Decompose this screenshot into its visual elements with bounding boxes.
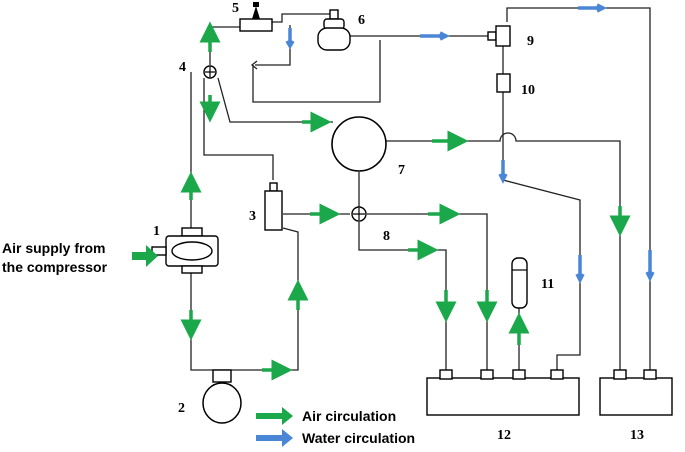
label-2: 2	[178, 401, 185, 416]
label-12: 12	[497, 428, 511, 443]
component-8-junction	[351, 206, 367, 222]
legend-water-arrow	[256, 429, 293, 447]
component-9-valve	[487, 25, 511, 47]
label-9: 9	[527, 34, 534, 49]
supply-line-1: Air supply from	[2, 240, 105, 256]
label-10: 10	[521, 83, 535, 98]
pipes	[190, 7, 651, 371]
supply-caption: Air supply from the compressor	[2, 240, 108, 275]
component-labels: 1 2 3 4 5 6 7 8 9 10 11 12 13	[153, 1, 644, 443]
component-10-meter	[496, 73, 511, 93]
water-flow-arrow	[578, 3, 607, 13]
label-11: 11	[541, 277, 554, 292]
component-13-unit	[599, 369, 673, 416]
legend: Air circulation Water circulation	[256, 407, 415, 447]
label-6: 6	[358, 13, 365, 28]
air-flow-arrows	[132, 21, 631, 381]
component-6-tank	[317, 9, 351, 51]
legend-air-arrow	[256, 407, 293, 425]
component-2-pump	[202, 369, 242, 424]
label-8: 8	[383, 229, 390, 244]
water-flow-arrow	[575, 255, 585, 284]
component-7-vessel	[331, 116, 387, 172]
component-11-cylinder	[511, 257, 528, 309]
component-4-junction	[203, 65, 217, 79]
label-5: 5	[232, 1, 239, 16]
component-3-regulator	[264, 182, 283, 231]
label-7: 7	[398, 163, 405, 178]
compressor-inlet-arrow	[132, 245, 158, 267]
component-5-valve	[239, 2, 273, 32]
water-flow-arrow	[420, 31, 450, 41]
label-4: 4	[179, 60, 186, 75]
water-flow-arrow	[285, 28, 295, 50]
label-1: 1	[153, 224, 160, 239]
label-3: 3	[249, 209, 256, 224]
component-1-air-treatment-unit	[151, 227, 219, 274]
legend-water-label: Water circulation	[302, 430, 415, 446]
water-flow-arrow	[498, 160, 508, 184]
label-13: 13	[630, 428, 644, 443]
supply-line-2: the compressor	[2, 259, 108, 275]
water-flow-marks	[285, 3, 655, 284]
component-12-test-unit	[426, 369, 580, 416]
legend-air-label: Air circulation	[302, 408, 396, 424]
water-flow-arrow	[645, 250, 655, 282]
